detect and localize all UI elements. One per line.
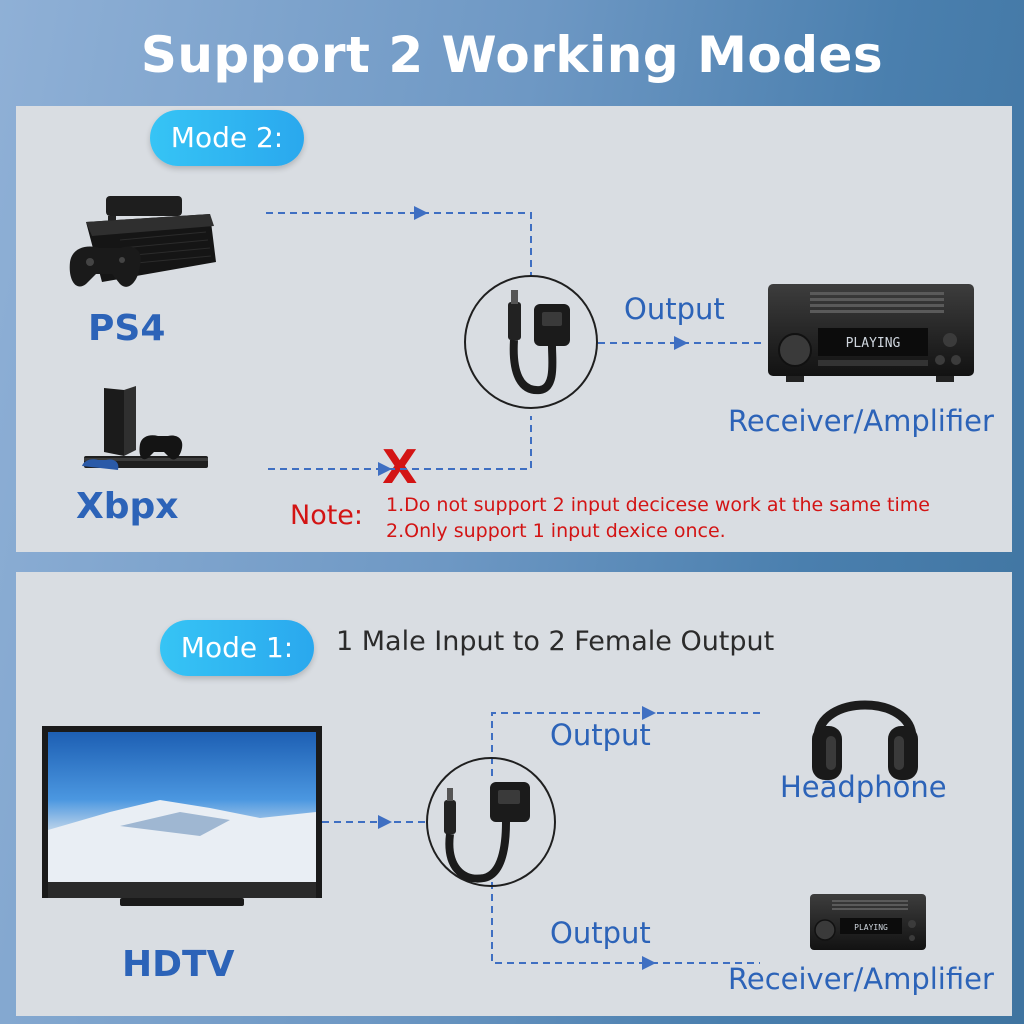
mode2-arrowheads: [378, 206, 688, 476]
mode1-splitter-cable-icon: [426, 757, 556, 887]
xbox-label: Xbpx: [76, 486, 179, 527]
mode1-signal-lines: [322, 712, 760, 964]
ps4-label: PS4: [88, 308, 166, 349]
mode1-output-top-label: Output: [550, 718, 651, 752]
ps4-console-icon: [82, 386, 208, 470]
headphone-icon: [812, 700, 918, 780]
note-line-2: 2.Only support 1 input dexice once.: [386, 520, 726, 542]
mode1-arrowheads: [378, 706, 656, 970]
xbox-console-icon: [69, 196, 216, 287]
mode1-output-bottom-label: Output: [550, 916, 651, 950]
mode2-output-label: Output: [624, 292, 725, 326]
mode1-receiver-display: PLAYING: [854, 923, 888, 932]
mode2-receiver-label: Receiver/Amplifier: [728, 404, 994, 438]
mode2-splitter-cable-icon: [464, 275, 598, 409]
headphone-label: Headphone: [780, 770, 947, 804]
hdtv-label: HDTV: [122, 944, 235, 985]
mode2-receiver-icon: PLAYING: [768, 284, 974, 382]
mode1-badge: Mode 1:: [160, 620, 314, 676]
hdtv-icon: [42, 726, 322, 906]
mode2-badge: Mode 2:: [150, 110, 304, 166]
page-title: Support 2 Working Modes: [140, 26, 884, 84]
mode2-receiver-display: PLAYING: [846, 336, 901, 351]
note-line-1: 1.Do not support 2 input decicese work a…: [386, 494, 930, 516]
mode1-receiver-icon: PLAYING: [810, 894, 926, 950]
mode1-receiver-label: Receiver/Amplifier: [728, 962, 994, 996]
note-label: Note:: [290, 500, 364, 531]
mode1-description: 1 Male Input to 2 Female Output: [336, 626, 775, 657]
